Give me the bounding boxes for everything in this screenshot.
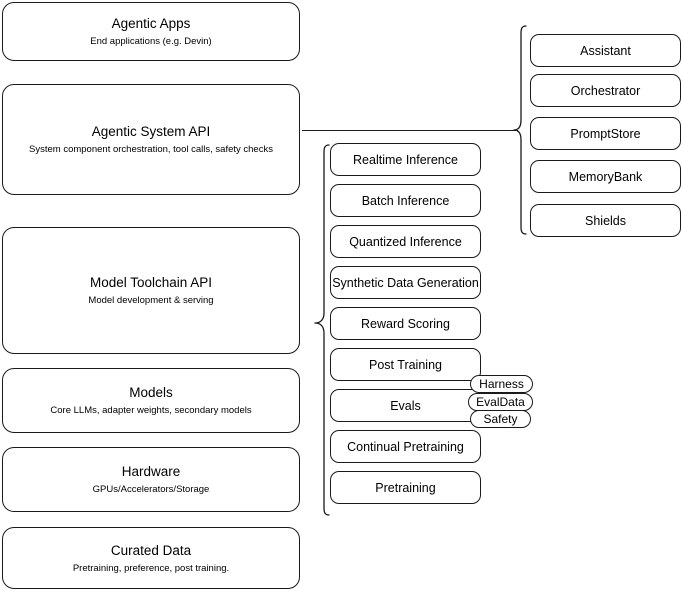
layer-subtitle: Pretraining, preference, post training. xyxy=(72,562,230,574)
layer-title: Hardware xyxy=(121,464,181,479)
capability-box-realtime-inference[interactable]: Realtime Inference xyxy=(330,143,481,176)
capability-box-reward-scoring[interactable]: Reward Scoring xyxy=(330,307,481,340)
component-box-assistant[interactable]: Assistant xyxy=(530,34,681,67)
component-label: Orchestrator xyxy=(570,83,641,98)
brace-agentic-system-components xyxy=(513,25,527,235)
component-box-shields[interactable]: Shields xyxy=(530,204,681,237)
capability-label: Post Training xyxy=(369,357,442,372)
evals-subitem-safety[interactable]: Safety xyxy=(470,410,531,428)
evals-subitem-evaldata[interactable]: EvalData xyxy=(468,393,533,411)
brace-model-toolchain-capabilities xyxy=(314,144,330,516)
capability-box-batch-inference[interactable]: Batch Inference xyxy=(330,184,481,217)
layer-subtitle: System component orchestration, tool cal… xyxy=(29,144,273,155)
capability-box-post-training[interactable]: Post Training xyxy=(330,348,481,381)
evals-subitem-label: Harness xyxy=(479,377,524,391)
capability-label: Quantized Inference xyxy=(349,234,462,249)
capability-box-quantized-inference[interactable]: Quantized Inference xyxy=(330,225,481,258)
layer-subtitle: GPUs/Accelerators/Storage xyxy=(92,484,210,495)
component-label: Assistant xyxy=(580,43,631,58)
evals-subitem-harness[interactable]: Harness xyxy=(470,375,533,393)
capability-box-synthetic-data-generation[interactable]: Synthetic Data Generation xyxy=(330,266,481,299)
capability-label: Reward Scoring xyxy=(361,316,450,331)
layer-box-hardware[interactable]: Hardware GPUs/Accelerators/Storage xyxy=(2,447,300,512)
connector-agentic-system-api-to-components xyxy=(302,130,518,132)
component-box-promptstore[interactable]: PromptStore xyxy=(530,117,681,150)
layer-subtitle: Model development & serving xyxy=(88,295,214,306)
evals-subitem-label: EvalData xyxy=(476,395,525,409)
component-box-memorybank[interactable]: MemoryBank xyxy=(530,160,681,193)
layer-subtitle: Core LLMs, adapter weights, secondary mo… xyxy=(50,405,252,416)
capability-label: Evals xyxy=(390,398,421,413)
capability-box-pretraining[interactable]: Pretraining xyxy=(330,471,481,504)
layer-subtitle: End applications (e.g. Devin) xyxy=(90,36,212,47)
evals-subitem-label: Safety xyxy=(483,412,518,426)
layer-box-model-toolchain-api[interactable]: Model Toolchain API Model development & … xyxy=(2,227,300,354)
component-label: MemoryBank xyxy=(568,169,643,184)
component-label: PromptStore xyxy=(570,126,641,141)
layer-box-curated-data[interactable]: Curated Data Pretraining, preference, po… xyxy=(2,527,300,589)
component-box-orchestrator[interactable]: Orchestrator xyxy=(530,74,681,107)
layer-title: Curated Data xyxy=(110,542,192,558)
layer-box-agentic-system-api[interactable]: Agentic System API System component orch… xyxy=(2,84,300,195)
capability-label: Continual Pretraining xyxy=(347,439,464,454)
capability-box-evals[interactable]: Evals xyxy=(330,389,481,422)
layer-title: Agentic System API xyxy=(91,124,211,139)
capability-label: Batch Inference xyxy=(361,193,450,208)
capability-label: Pretraining xyxy=(375,480,436,495)
layer-box-agentic-apps[interactable]: Agentic Apps End applications (e.g. Devi… xyxy=(2,2,300,61)
capability-label: Synthetic Data Generation xyxy=(332,275,479,290)
layer-title: Models xyxy=(129,385,173,400)
layer-title: Model Toolchain API xyxy=(89,275,213,290)
capability-label: Realtime Inference xyxy=(353,152,458,167)
component-label: Shields xyxy=(585,213,626,228)
capability-box-continual-pretraining[interactable]: Continual Pretraining xyxy=(330,430,481,463)
layer-box-models[interactable]: Models Core LLMs, adapter weights, secon… xyxy=(2,368,300,433)
layer-title: Agentic Apps xyxy=(111,16,191,31)
